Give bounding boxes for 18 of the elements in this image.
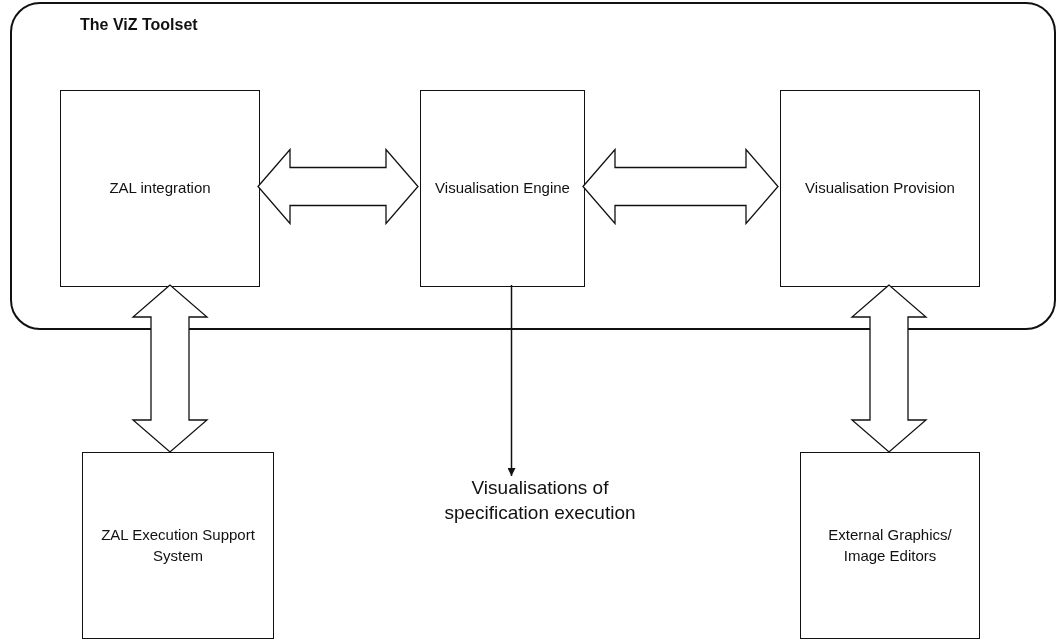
component-label: ZAL Execution Support System xyxy=(100,525,256,566)
component-label: Visualisation Engine xyxy=(435,178,570,199)
component-box xyxy=(780,90,980,287)
component-box xyxy=(420,90,585,287)
arrow xyxy=(507,284,516,477)
group-title: The ViZ Toolset xyxy=(80,16,198,34)
double-block-arrow xyxy=(257,147,419,226)
double-block-arrow xyxy=(850,284,928,453)
component-label: External Graphics/ Image Editors xyxy=(827,525,953,566)
double-block-arrow xyxy=(131,284,209,453)
component-box xyxy=(60,90,260,287)
component-box xyxy=(800,452,980,639)
double-block-arrow xyxy=(582,147,779,226)
toolset-boundary xyxy=(10,2,1056,330)
output-label: Visualisations of specification execution xyxy=(443,476,637,525)
component-box xyxy=(82,452,274,639)
component-label: Visualisation Provision xyxy=(805,178,955,199)
component-label: ZAL integration xyxy=(109,178,211,199)
